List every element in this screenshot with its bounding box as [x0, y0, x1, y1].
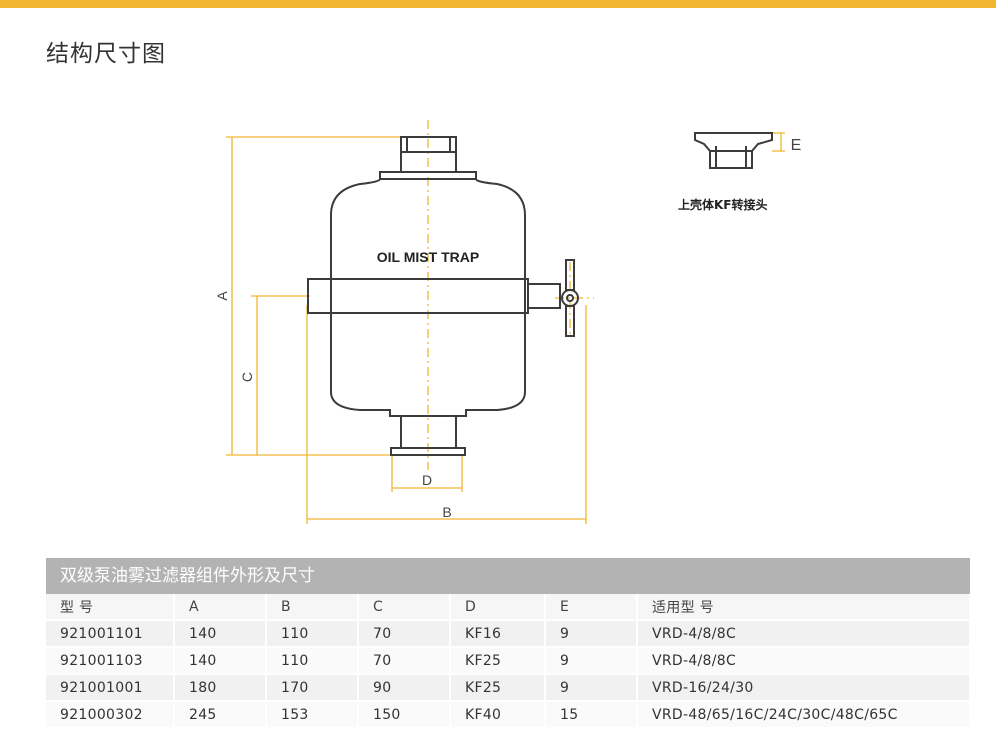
dim-label-e: E — [791, 137, 802, 154]
cell-e: 9 — [545, 674, 638, 702]
header-applicable-model: 适用型 号 — [637, 594, 971, 621]
cell-b: 110 — [266, 647, 359, 675]
cell-applicable: VRD-16/24/30 — [637, 674, 971, 702]
adapter-caption: 上壳体KF转接头 — [678, 198, 768, 212]
body-label: OIL MIST TRAP — [377, 249, 479, 265]
cell-b: 110 — [266, 620, 359, 648]
cell-e: 9 — [545, 647, 638, 675]
header-a: A — [174, 594, 267, 621]
top-accent-bar — [0, 0, 996, 8]
table-row: 921001001 180 170 90 KF25 9 VRD-16/24/30 — [46, 674, 971, 702]
cell-a: 180 — [174, 674, 267, 702]
cell-b: 170 — [266, 674, 359, 702]
dim-label-b: B — [442, 504, 451, 520]
cell-applicable: VRD-48/65/16C/24C/30C/48C/65C — [637, 701, 971, 729]
structure-drawing: OIL MIST TRAP A C B D E — [214, 120, 802, 524]
cell-c: 70 — [358, 647, 451, 675]
cell-model: 921000302 — [46, 701, 175, 729]
header-c: C — [358, 594, 451, 621]
cell-e: 15 — [545, 701, 638, 729]
cell-c: 90 — [358, 674, 451, 702]
page-title: 结构尺寸图 — [46, 41, 166, 67]
cell-e: 9 — [545, 620, 638, 648]
cell-c: 150 — [358, 701, 451, 729]
dim-label-c: C — [239, 372, 255, 382]
dim-label-d: D — [422, 472, 432, 488]
table-row: 921001103 140 110 70 KF25 9 VRD-4/8/8C — [46, 647, 971, 675]
dimensions-table: 双级泵油雾过滤器组件外形及尺寸 型 号 A B C D E 适用型 号 9210… — [46, 558, 971, 729]
header-model: 型 号 — [46, 594, 175, 621]
cell-c: 70 — [358, 620, 451, 648]
cell-a: 140 — [174, 620, 267, 648]
cell-d: KF40 — [450, 701, 546, 729]
dim-label-a: A — [214, 291, 230, 301]
table-row: 921001101 140 110 70 KF16 9 VRD-4/8/8C — [46, 620, 971, 648]
cell-d: KF25 — [450, 647, 546, 675]
header-e: E — [545, 594, 638, 621]
cell-d: KF25 — [450, 674, 546, 702]
kf-adapter-drawing — [694, 132, 773, 169]
cell-a: 245 — [174, 701, 267, 729]
cell-a: 140 — [174, 647, 267, 675]
cell-model: 921001101 — [46, 620, 175, 648]
cell-d: KF16 — [450, 620, 546, 648]
cell-model: 921001103 — [46, 647, 175, 675]
dimension-lines — [226, 132, 785, 524]
cell-applicable: VRD-4/8/8C — [637, 620, 971, 648]
table-header-row: 型 号 A B C D E 适用型 号 — [46, 594, 971, 621]
cell-model: 921001001 — [46, 674, 175, 702]
cell-applicable: VRD-4/8/8C — [637, 647, 971, 675]
header-b: B — [266, 594, 359, 621]
header-d: D — [450, 594, 546, 621]
trap-body — [307, 136, 579, 456]
cell-b: 153 — [266, 701, 359, 729]
table-row: 921000302 245 153 150 KF40 15 VRD-48/65/… — [46, 701, 971, 729]
table-caption: 双级泵油雾过滤器组件外形及尺寸 — [46, 558, 970, 594]
